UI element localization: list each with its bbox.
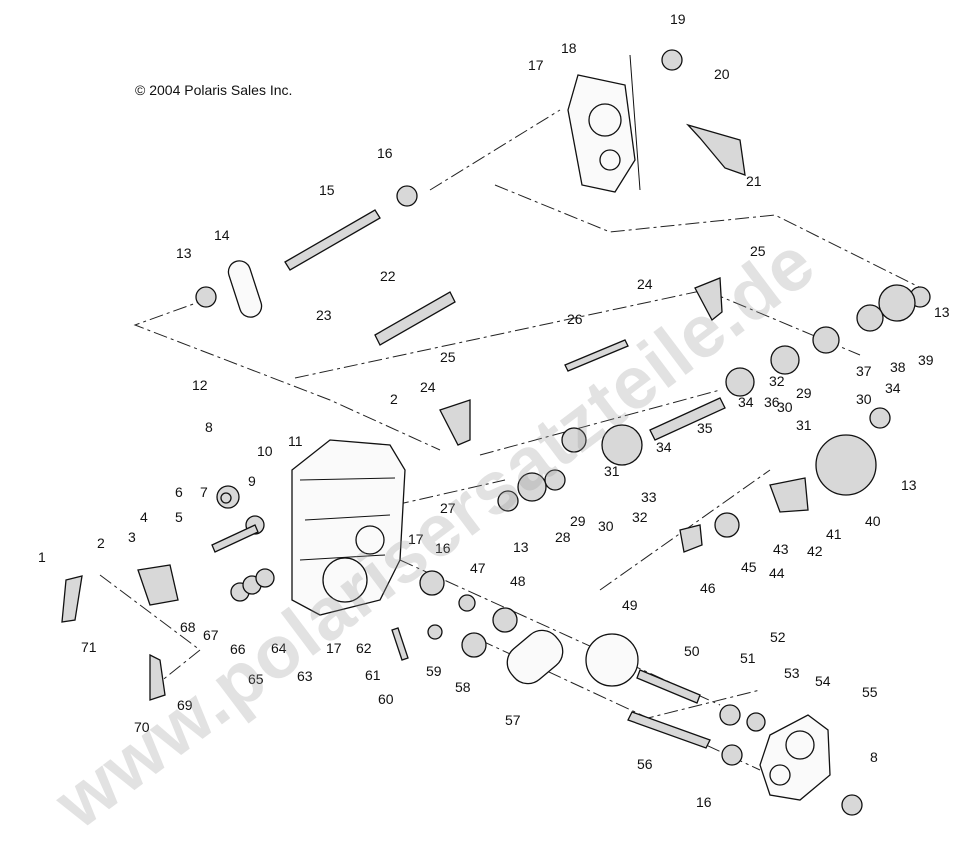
callout-32a: 32 [632,509,648,525]
callout-35: 35 [697,420,713,436]
callout-44: 44 [769,565,785,581]
callout-67: 67 [203,627,219,643]
callout-17a: 17 [528,57,544,73]
callout-3: 3 [128,529,136,545]
callout-29a: 29 [570,513,586,529]
callout-57: 57 [505,712,521,728]
callout-48: 48 [510,573,526,589]
callout-labels: 1 2 2 3 4 5 6 7 8 8 9 10 11 12 13 13 13 … [38,11,950,810]
callout-70: 70 [134,719,150,735]
callout-25b: 25 [440,349,456,365]
callout-56: 56 [637,756,653,772]
callout-4: 4 [140,509,148,525]
callout-71: 71 [81,639,97,655]
callout-63: 63 [297,668,313,684]
callout-58: 58 [455,679,471,695]
callout-38: 38 [890,359,906,375]
callout-8a: 8 [205,419,213,435]
callout-26: 26 [567,311,583,327]
callout-34b: 34 [738,394,754,410]
callout-15: 15 [319,182,335,198]
callout-49: 49 [622,597,638,613]
callout-34a: 34 [656,439,672,455]
callout-16c: 16 [696,794,712,810]
callout-16b: 16 [435,540,451,556]
callout-7: 7 [200,484,208,500]
callout-46: 46 [700,580,716,596]
callout-34c: 34 [885,380,901,396]
callout-43: 43 [773,541,789,557]
callout-33: 33 [641,489,657,505]
callout-45: 45 [741,559,757,575]
callout-31b: 31 [796,417,812,433]
callout-19: 19 [670,11,686,27]
callout-51: 51 [740,650,756,666]
callout-30c: 30 [856,391,872,407]
callout-14: 14 [214,227,230,243]
callout-59: 59 [426,663,442,679]
callout-64: 64 [271,640,287,656]
callout-53: 53 [784,665,800,681]
callout-6: 6 [175,484,183,500]
callout-30a: 30 [598,518,614,534]
callout-11: 11 [288,433,303,449]
callout-39: 39 [918,352,934,368]
shafts [61,123,809,749]
copyright-notice: © 2004 Polaris Sales Inc. [135,82,293,98]
gears [195,49,931,816]
callout-13c: 13 [513,539,529,555]
callout-32b: 32 [769,373,785,389]
callout-36: 36 [764,394,780,410]
callout-68: 68 [180,619,196,635]
callout-18: 18 [561,40,577,56]
callout-47: 47 [470,560,486,576]
callout-37: 37 [856,363,872,379]
callout-52: 52 [770,629,786,645]
callout-65: 65 [248,671,264,687]
callout-30b: 30 [777,399,793,415]
callout-42: 42 [807,543,823,559]
callout-55: 55 [862,684,878,700]
callout-9: 9 [248,473,256,489]
callout-29b: 29 [796,385,812,401]
callout-5: 5 [175,509,183,525]
callout-24a: 24 [637,276,653,292]
callout-8b: 8 [870,749,878,765]
callout-54: 54 [815,673,831,689]
callout-13a: 13 [176,245,192,261]
case-cover [567,54,641,193]
callout-66: 66 [230,641,246,657]
callout-20: 20 [714,66,730,82]
callout-40: 40 [865,513,881,529]
callout-69: 69 [177,697,193,713]
callout-13b: 13 [934,304,950,320]
end-cover [759,714,831,801]
callout-2b: 2 [390,391,398,407]
callout-17b: 17 [408,531,424,547]
callout-50: 50 [684,643,700,659]
callout-21: 21 [746,173,762,189]
callout-13d: 13 [901,477,917,493]
callout-41: 41 [826,526,842,542]
callout-24b: 24 [420,379,436,395]
callout-27: 27 [440,500,456,516]
callout-17c: 17 [326,640,342,656]
callout-60: 60 [378,691,394,707]
callout-16a: 16 [377,145,393,161]
callout-28: 28 [555,529,571,545]
callout-10: 10 [257,443,273,459]
callout-12: 12 [192,377,208,393]
callout-2a: 2 [97,535,105,551]
callout-22: 22 [380,268,396,284]
callout-25a: 25 [750,243,766,259]
main-housing [291,439,406,616]
callout-31a: 31 [604,463,620,479]
callout-1: 1 [38,549,46,565]
callout-23: 23 [316,307,332,323]
callout-61: 61 [365,667,381,683]
callout-62: 62 [356,640,372,656]
